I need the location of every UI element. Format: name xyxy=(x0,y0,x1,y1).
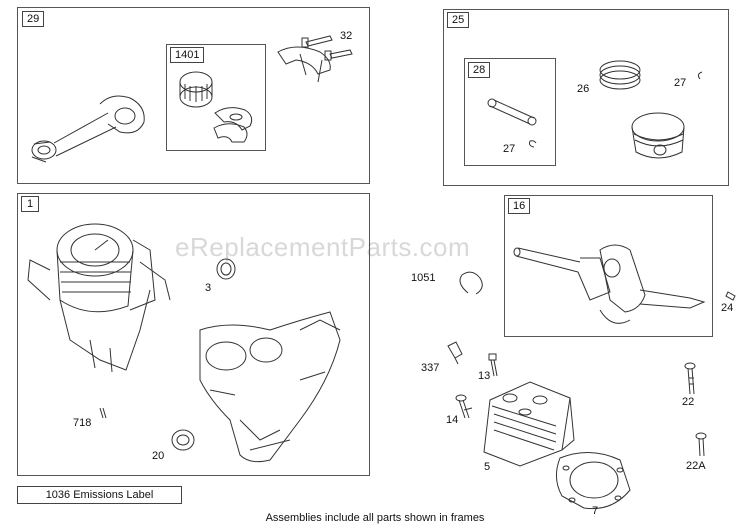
crankcase-cover-icon xyxy=(200,312,340,462)
frame-cylinder xyxy=(17,193,370,476)
retaining-ring-icon xyxy=(460,272,482,294)
bearing-icon xyxy=(180,72,252,142)
callout-22a[interactable]: 22A xyxy=(686,460,706,472)
callout-718[interactable]: 718 xyxy=(73,417,92,429)
callout-337[interactable]: 337 xyxy=(421,362,440,374)
callout-7[interactable]: 7 xyxy=(592,505,599,517)
spark-plug-icon xyxy=(448,342,462,364)
crankshaft-icon xyxy=(514,245,704,323)
frame-bearing-kit xyxy=(166,44,266,151)
frame-label-16[interactable]: 16 xyxy=(508,198,531,214)
footer-note: Assemblies include all parts shown in fr… xyxy=(265,512,485,524)
piston-icon xyxy=(632,113,684,158)
callout-14[interactable]: 14 xyxy=(446,414,459,426)
frame-crankshaft xyxy=(504,195,713,337)
valve-icon xyxy=(456,395,472,418)
cylinder-head-icon xyxy=(484,382,574,466)
connecting-rod-icon xyxy=(32,96,144,162)
frame-piston xyxy=(443,9,729,186)
frame-label-25[interactable]: 25 xyxy=(447,12,470,28)
callout-22[interactable]: 22 xyxy=(682,396,695,408)
frame-label-1401[interactable]: 1401 xyxy=(170,47,205,63)
frame-connecting-rod xyxy=(17,7,370,184)
callout-5[interactable]: 5 xyxy=(484,461,491,473)
callout-20[interactable]: 20 xyxy=(152,450,165,462)
piston-pin-icon xyxy=(488,99,536,147)
oil-seal-icon xyxy=(217,259,235,279)
piston-ring-icon xyxy=(600,61,702,89)
callout-13[interactable]: 13 xyxy=(478,370,491,382)
callout-27-piston[interactable]: 27 xyxy=(674,77,687,89)
callout-24[interactable]: 24 xyxy=(721,302,734,314)
callout-26[interactable]: 26 xyxy=(577,83,590,95)
callout-3[interactable]: 3 xyxy=(205,282,212,294)
frame-label-1[interactable]: 1 xyxy=(21,196,39,212)
cylinder-icon xyxy=(28,224,170,372)
frame-label-29[interactable]: 29 xyxy=(22,11,45,27)
callout-27-pin[interactable]: 27 xyxy=(503,143,516,155)
ball-bearing-icon xyxy=(172,430,194,450)
frame-piston-pin xyxy=(464,58,556,166)
callout-1051[interactable]: 1051 xyxy=(411,272,436,284)
frame-label-28[interactable]: 28 xyxy=(468,62,491,78)
crank-key-icon xyxy=(726,292,735,300)
stud-22a-icon xyxy=(696,433,706,456)
emissions-label-box[interactable]: 1036 Emissions Label xyxy=(17,486,182,504)
rod-cap-icon xyxy=(278,36,352,82)
callout-32[interactable]: 32 xyxy=(340,30,353,42)
stud-icon xyxy=(685,363,695,394)
head-gasket-icon xyxy=(556,452,630,508)
watermark: eReplacementParts.com xyxy=(175,232,471,262)
screw-icon xyxy=(489,354,497,376)
dowel-pin-icon xyxy=(100,408,106,418)
